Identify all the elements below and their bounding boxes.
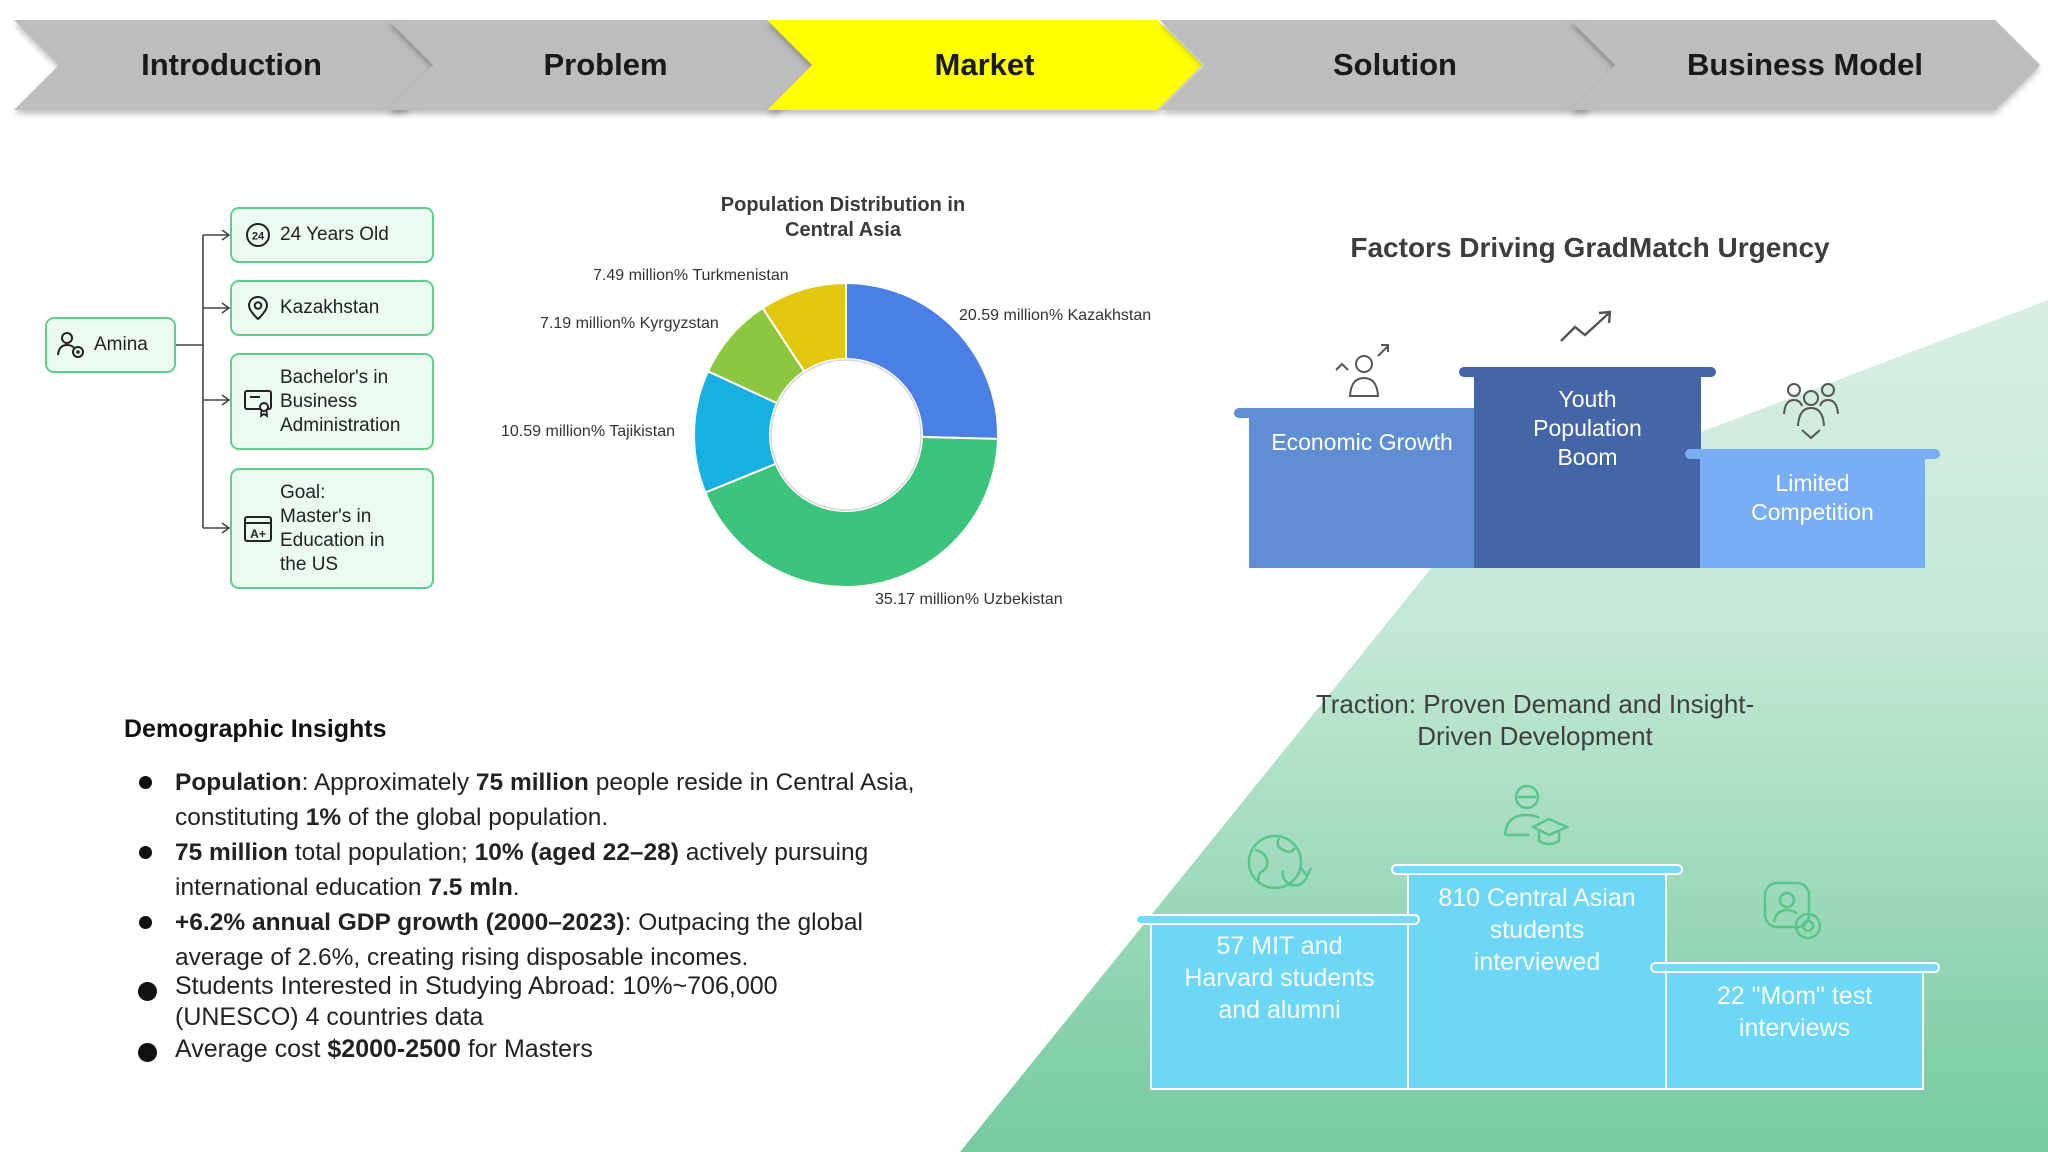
persona-attr-age: 24 24 Years Old [230, 207, 434, 263]
donut-slice-kazakhstan [845, 281, 999, 440]
person-search-icon [1763, 881, 1822, 940]
bullet-dot [139, 916, 152, 929]
graduate-icon [1503, 784, 1569, 846]
persona-attr-location: Kazakhstan [230, 280, 434, 336]
slice-label: 10.59 million% Tajikistan [501, 423, 676, 440]
persona-attr-goal: A+ Goal: Master's in Education in the US [230, 468, 434, 589]
demo-bullet: Population: Approximately 75 million peo… [175, 769, 915, 831]
traction-label: 22 "Mom" test interviews [1716, 982, 1873, 1042]
bullet-dot [138, 982, 157, 1001]
step-introduction[interactable]: Introduction [14, 20, 449, 110]
demo-bullet: +6.2% annual GDP growth (2000–2023): Out… [175, 909, 863, 971]
traction-title: Traction: Proven Demand and Insight-Driv… [1315, 689, 1755, 751]
step-label: Business Model [1687, 47, 1923, 82]
slice-label: 7.19 million% Kyrgyzstan [540, 315, 719, 332]
persona-name: Amina [94, 334, 148, 355]
svg-text:A+: A+ [250, 527, 266, 541]
demo-bullet: Average cost $2000-2500 for Masters [175, 1035, 593, 1063]
certificate-icon [244, 389, 272, 418]
persona-attr-degree: Bachelor's in Business Administration [230, 353, 434, 450]
svg-text:24: 24 [252, 231, 265, 243]
donut-slice-turkmenistan [761, 281, 847, 373]
traction-item-mit-harvard: 57 MIT and Harvard students and alumni [1150, 920, 1409, 1090]
location-pin-icon [247, 295, 269, 321]
factor-economic-growth: Economic Growth [1234, 408, 1490, 568]
donut-title: Population Distribution in Central Asia [720, 194, 966, 241]
factor-label: Youth Population Boom [1533, 386, 1642, 470]
traction-label: 810 Central Asian students interviewed [1438, 884, 1636, 976]
age-24-icon: 24 [246, 223, 270, 247]
traction-item-mom-test: 22 "Mom" test interviews [1665, 968, 1924, 1090]
person-growth-icon [1335, 344, 1389, 397]
factor-label: Economic Growth [1271, 429, 1453, 455]
grade-a-plus-icon: A+ [244, 515, 272, 542]
bullet-dot [139, 776, 152, 789]
factor-youth-population-boom: Youth Population Boom [1459, 367, 1716, 568]
bullet-dot [139, 846, 152, 859]
step-business-model[interactable]: Business Model [1570, 20, 2040, 110]
step-label: Problem [543, 47, 668, 82]
podium-cap [1135, 914, 1420, 925]
donut-hole [770, 359, 922, 511]
bullet-dot [138, 1043, 157, 1062]
factors-title: Factors Driving GradMatch Urgency [1350, 232, 1830, 263]
step-label: Market [934, 47, 1035, 82]
trend-up-icon [1560, 310, 1612, 342]
slice-label: 20.59 million% Kazakhstan [959, 307, 1152, 324]
demo-bullet: 75 million total population; 10% (aged 2… [175, 839, 869, 901]
team-icon [1783, 383, 1839, 440]
factor-limited-competition: Limited Competition [1685, 449, 1940, 568]
slice-label: 35.17 million% Uzbekistan [875, 591, 1063, 608]
persona-attr-text: Bachelor's in Business Administration [280, 366, 401, 436]
step-label: Introduction [141, 47, 322, 82]
persona-attr-text: Kazakhstan [280, 297, 380, 318]
traction-item-central-asian-students: 810 Central Asian students interviewed [1407, 870, 1667, 1090]
step-problem[interactable]: Problem [388, 20, 823, 110]
slice-label: 7.49 million% Turkmenistan [593, 267, 789, 284]
step-solution[interactable]: Solution [1160, 20, 1630, 110]
step-market[interactable]: Market [767, 20, 1202, 110]
demographics-title: Demographic Insights [124, 715, 387, 743]
persona-attr-text: Goal: Master's in Education in the US [280, 481, 385, 575]
user-at-icon [57, 332, 84, 358]
demo-bullet: Students Interested in Studying Abroad: … [175, 972, 778, 1031]
persona-root: Amina [45, 317, 176, 373]
podium-cap [1391, 864, 1683, 875]
traction-label: 57 MIT and Harvard students and alumni [1184, 932, 1375, 1024]
factor-label: Limited Competition [1751, 470, 1874, 525]
step-label: Solution [1333, 47, 1457, 82]
globe-refresh-icon [1247, 834, 1313, 890]
persona-attr-text: 24 Years Old [280, 224, 389, 245]
podium-cap [1650, 962, 1940, 973]
donut-slice-uzbekistan [704, 435, 999, 588]
